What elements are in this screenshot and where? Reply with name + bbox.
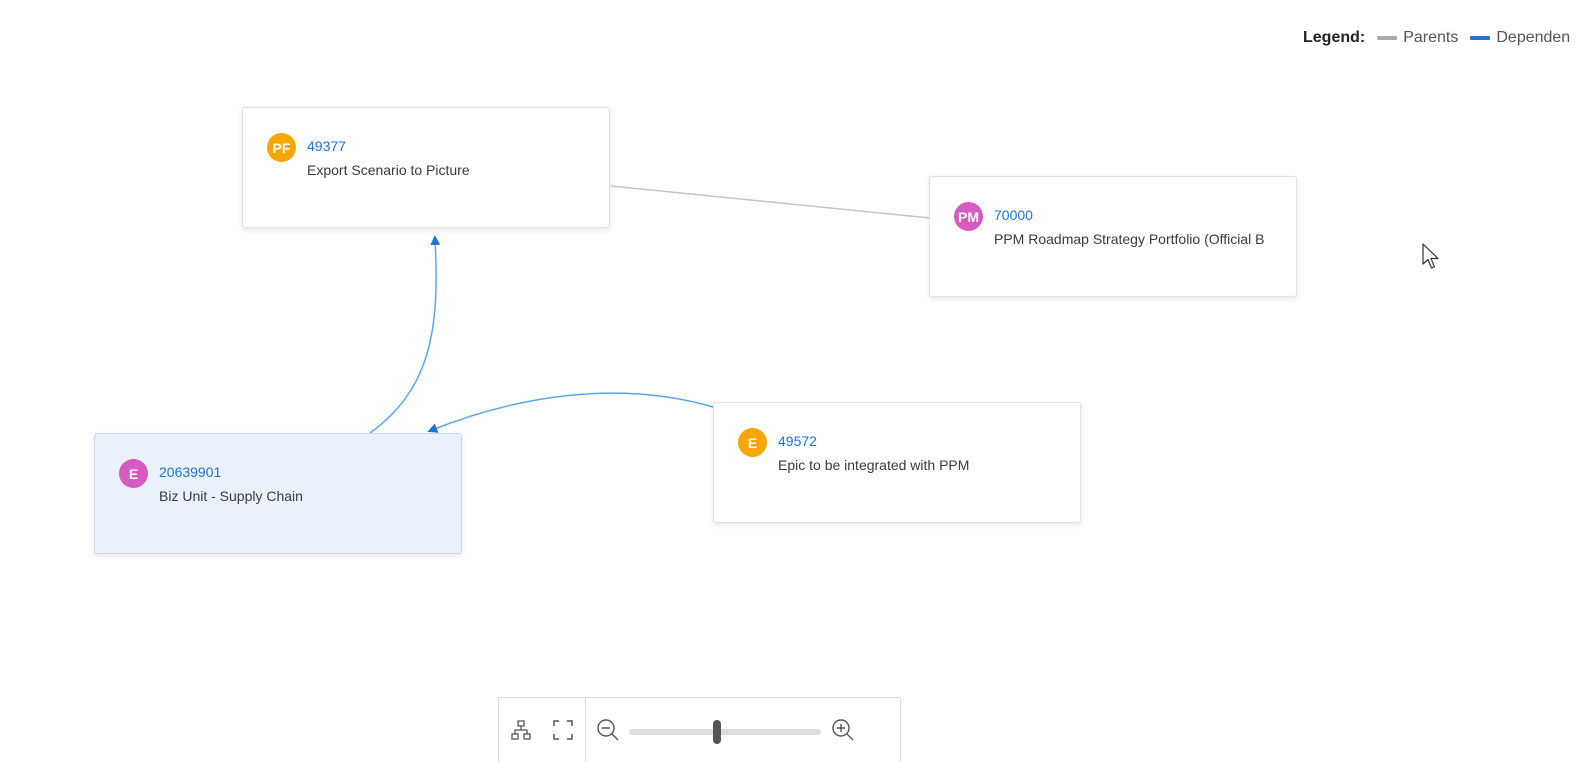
toolbar-divider: [585, 698, 586, 762]
node-id-link[interactable]: 20639901: [159, 464, 222, 480]
edge-parent-49377-70000: [610, 185, 931, 219]
zoom-out-icon: [596, 718, 620, 747]
edge-dependency-49572-20639901: [427, 392, 714, 433]
diagram-toolbar: [498, 697, 901, 762]
node-card-49377[interactable]: PF 49377 Export Scenario to Picture: [242, 107, 610, 228]
zoom-in-button[interactable]: [829, 718, 857, 746]
zoom-out-button[interactable]: [594, 718, 622, 746]
fit-screen-icon: [552, 719, 574, 746]
legend-title: Legend:: [1303, 29, 1366, 46]
legend-label-parents: Parents: [1403, 29, 1459, 46]
node-title: PPM Roadmap Strategy Portfolio (Official…: [994, 231, 1265, 247]
node-id-link[interactable]: 49377: [307, 138, 346, 154]
zoom-slider-handle[interactable]: [713, 720, 722, 744]
mouse-pointer-icon: [1422, 243, 1442, 276]
node-card-20639901[interactable]: E 20639901 Biz Unit - Supply Chain: [94, 433, 462, 554]
node-id-link[interactable]: 70000: [994, 207, 1033, 223]
legend: Legend: Parents Dependen: [1303, 29, 1581, 47]
legend-swatch-parents: [1377, 36, 1398, 40]
node-card-70000[interactable]: PM 70000 PPM Roadmap Strategy Portfolio …: [929, 176, 1297, 297]
zoom-in-icon: [831, 718, 855, 747]
node-type-badge: E: [738, 428, 767, 457]
node-title: Export Scenario to Picture: [307, 162, 470, 178]
node-card-49572[interactable]: E 49572 Epic to be integrated with PPM: [713, 402, 1081, 523]
fit-to-screen-button[interactable]: [549, 718, 577, 746]
node-type-badge: PM: [954, 202, 983, 231]
legend-swatch-dependencies: [1470, 36, 1491, 40]
node-type-badge: PF: [267, 133, 296, 162]
hierarchy-layout-button[interactable]: [507, 718, 535, 746]
edge-dependency-20639901-49377: [369, 235, 441, 434]
hierarchy-icon: [510, 719, 532, 746]
node-type-badge: E: [119, 459, 148, 488]
node-title: Epic to be integrated with PPM: [778, 457, 970, 473]
node-title: Biz Unit - Supply Chain: [159, 488, 303, 504]
legend-label-dependencies: Dependen: [1496, 29, 1571, 46]
node-id-link[interactable]: 49572: [778, 433, 817, 449]
zoom-slider[interactable]: [629, 720, 821, 744]
